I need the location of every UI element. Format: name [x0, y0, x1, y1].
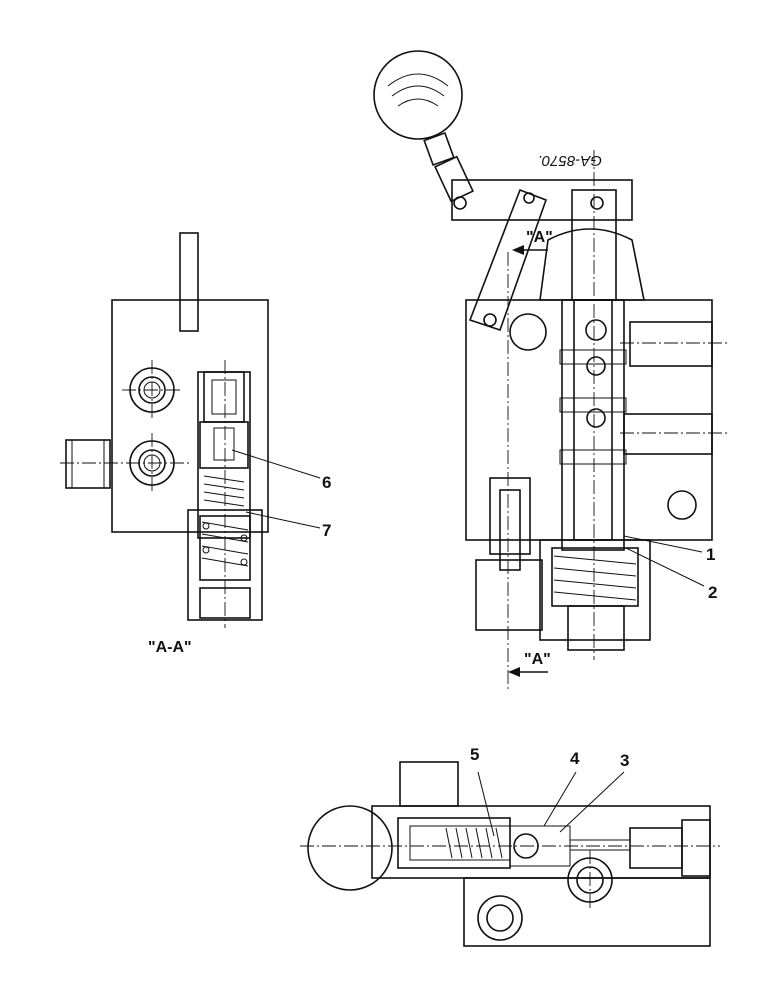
lever-arm — [451, 179, 633, 221]
port-b — [623, 413, 713, 455]
cut-arrow-bottom: "A" — [508, 651, 551, 677]
callout-1-group: 1 — [623, 535, 715, 564]
callout-2: 2 — [708, 583, 717, 602]
callout-7: 7 — [322, 521, 331, 540]
callout-6-group: 6 — [231, 449, 331, 492]
callout-4-group: 4 — [543, 749, 580, 827]
callout-5-group: 5 — [470, 745, 495, 837]
callout-1: 1 — [706, 545, 715, 564]
section-a-a-view — [60, 232, 269, 628]
lower-spring-housing — [539, 539, 651, 641]
callout-3-group: 3 — [559, 751, 629, 833]
check-valve-view — [300, 761, 720, 947]
rubber-boot — [539, 228, 645, 301]
cut-label-bottom: "A" — [524, 651, 551, 668]
cut-arrow-top: "A" — [512, 229, 553, 255]
spool-bore — [561, 299, 625, 551]
cartridge-bore — [197, 371, 251, 539]
callout-6: 6 — [322, 473, 331, 492]
callout-5: 5 — [470, 745, 479, 764]
cut-label-top: "A" — [526, 229, 553, 246]
top-fitting — [399, 761, 459, 807]
callout-3: 3 — [620, 751, 629, 770]
lever-tab — [179, 232, 199, 332]
check-spring — [445, 827, 503, 859]
stud — [489, 477, 531, 555]
callout-7-group: 7 — [245, 511, 331, 540]
spring-small — [203, 475, 245, 507]
section-label-a-a: "A-A" — [148, 639, 192, 656]
port-a — [629, 321, 713, 367]
lever-knob — [373, 50, 463, 140]
side-fitting — [65, 439, 111, 489]
base-block — [463, 877, 711, 947]
wheel — [307, 805, 393, 891]
main-valve-view: GA-8570. — [373, 50, 730, 690]
drawing-code: GA-8570. — [538, 152, 602, 169]
callout-2-group: 2 — [625, 547, 717, 602]
callout-4: 4 — [570, 749, 580, 768]
valve-body-a-a — [111, 299, 269, 533]
